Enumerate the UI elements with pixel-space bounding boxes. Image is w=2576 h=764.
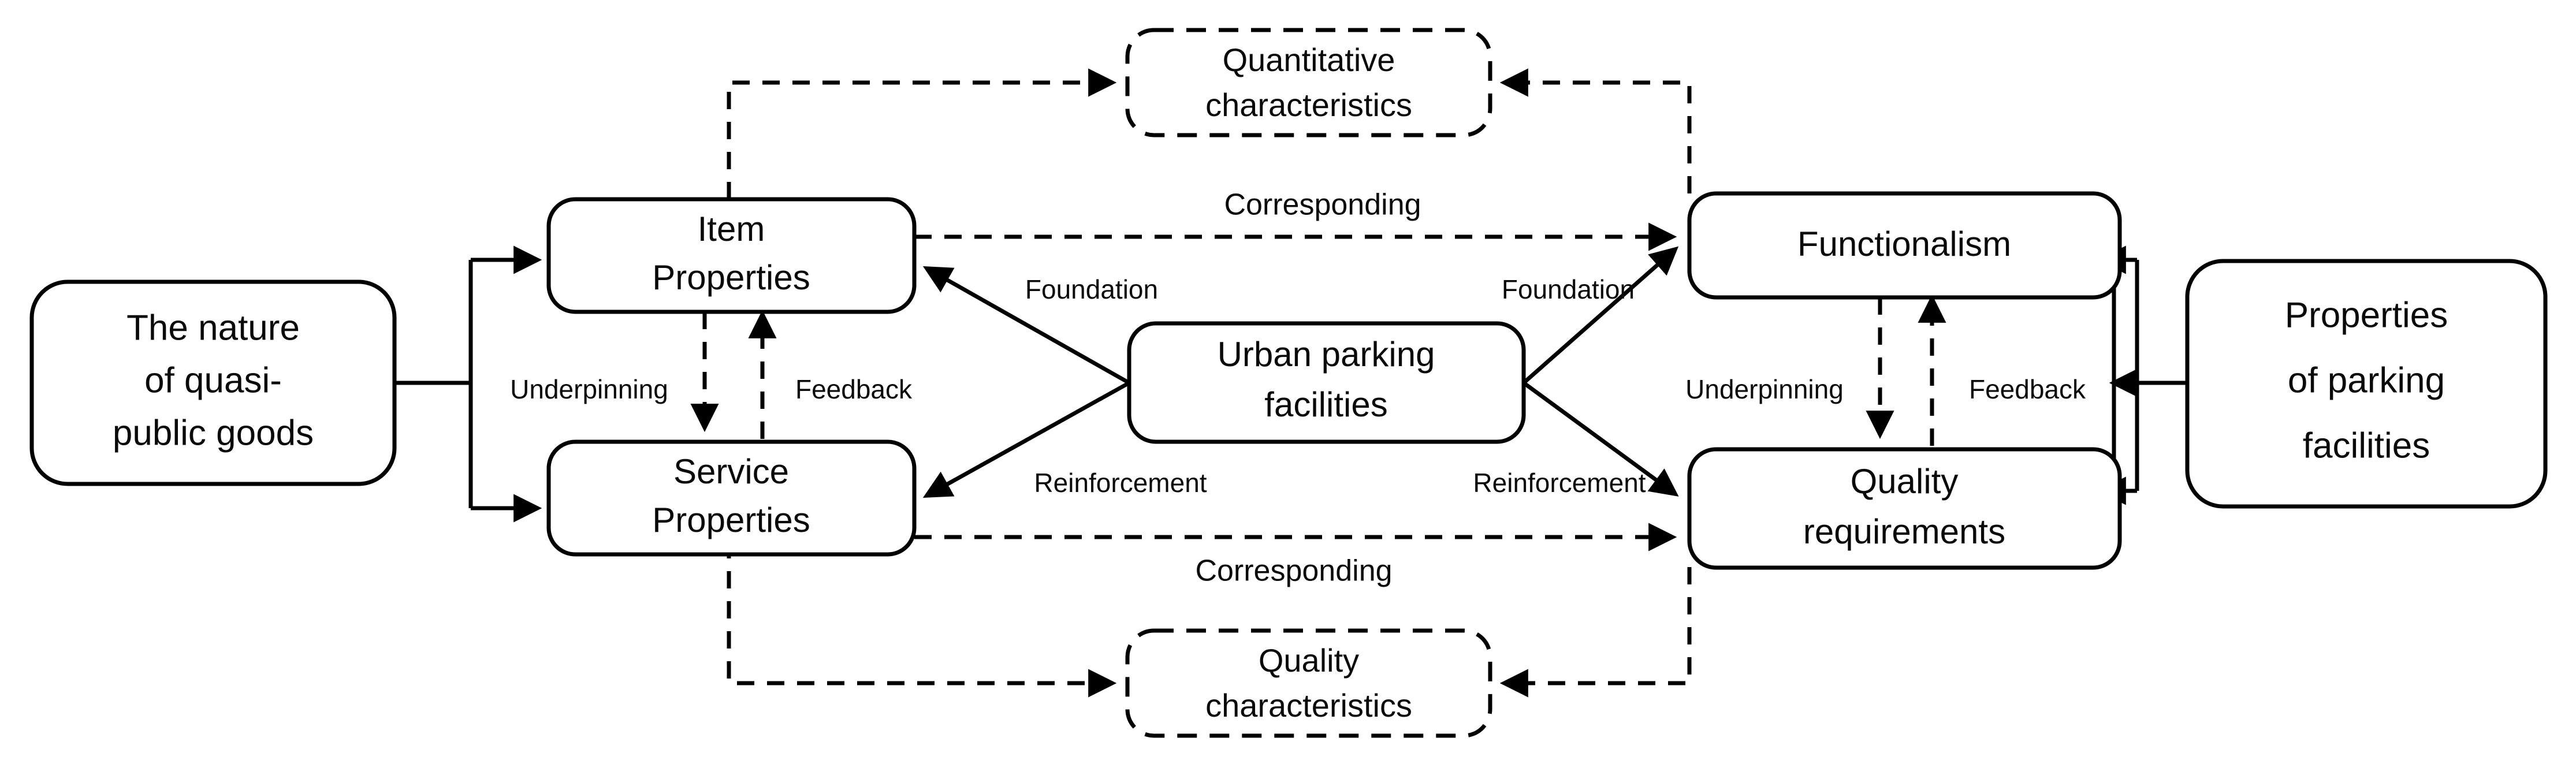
node-item-properties-shape[interactable] [546, 197, 917, 314]
node-quality-characteristics-shape[interactable] [1125, 628, 1492, 738]
node-urban-parking-facilities-line2: facilities [1264, 385, 1387, 424]
connector-reinforcement-right [1522, 381, 1679, 497]
connector-quasipublic-bracket [394, 245, 542, 523]
node-quality-requirements-line1: Quality [1851, 462, 1959, 501]
node-urban-parking-facilities[interactable]: Urban parking facilities [1127, 321, 1526, 444]
node-parking-facility-properties[interactable]: Properties of parking facilities [2185, 259, 2548, 509]
node-item-properties-line2: Properties [652, 258, 810, 297]
edge-label-reinforcement-left: Reinforcement [1034, 468, 1207, 498]
connector-foundation-right [1522, 246, 1679, 385]
connector-reinforcement-left [922, 381, 1130, 498]
node-functionalism-line1: Functionalism [1797, 225, 2011, 263]
node-quasi-public-goods-line1: The nature [126, 308, 300, 348]
connector-quality-req-to-quality-characteristics [1499, 567, 1692, 698]
node-urban-parking-facilities-shape[interactable] [1127, 321, 1526, 444]
edge-label-corresponding-top: Corresponding [1224, 188, 1421, 222]
node-parking-facility-properties-shape[interactable] [2185, 259, 2548, 509]
node-functionalism-shape[interactable] [1687, 191, 2122, 300]
node-quantitative-characteristics[interactable]: Quantitative characteristics [1125, 28, 1492, 137]
node-service-properties-shape[interactable] [546, 439, 917, 557]
node-quasi-public-goods-line3: public goods [113, 413, 314, 453]
node-quality-characteristics[interactable]: Quality characteristics [1125, 628, 1492, 738]
node-parking-facility-properties-line2: of parking [2288, 360, 2445, 400]
node-quantitative-characteristics-line2: characteristics [1205, 87, 1412, 123]
connector-functionalism-to-quantitative [1499, 68, 1692, 193]
node-quality-characteristics-line1: Quality [1259, 642, 1359, 679]
edge-label-underpinning-left: Underpinning [510, 374, 668, 404]
node-quality-characteristics-line2: characteristics [1205, 687, 1412, 724]
connector-item-to-quantitative [727, 68, 1117, 199]
node-quasi-public-goods-shape[interactable] [29, 279, 397, 486]
node-parking-facility-properties-line3: facilities [2303, 426, 2430, 465]
node-parking-facility-properties-line1: Properties [2285, 295, 2448, 335]
connector-service-to-quality-characteristics [727, 541, 1117, 698]
connector-foundation-left [922, 266, 1130, 385]
node-service-properties[interactable]: Service Properties [546, 439, 917, 557]
node-quality-requirements[interactable]: Quality requirements [1687, 447, 2122, 570]
node-service-properties-line1: Service [673, 452, 789, 491]
node-functionalism[interactable]: Functionalism [1687, 191, 2122, 300]
node-item-properties-line1: Item [698, 210, 765, 248]
edge-label-foundation-right: Foundation [1502, 274, 1635, 304]
node-item-properties[interactable]: Item Properties [546, 197, 917, 314]
edge-label-corresponding-bottom: Corresponding [1195, 554, 1392, 588]
node-quasi-public-goods[interactable]: The nature of quasi- public goods [29, 279, 397, 486]
node-urban-parking-facilities-line1: Urban parking [1218, 335, 1435, 374]
node-service-properties-line2: Properties [652, 501, 810, 539]
edge-label-underpinning-right: Underpinning [1685, 374, 1844, 404]
edge-label-feedback-right: Feedback [1969, 374, 2086, 404]
node-quality-requirements-line2: requirements [1803, 512, 2005, 551]
node-quantitative-characteristics-line1: Quantitative [1223, 42, 1395, 78]
connector-parkingprops-bracket [2109, 258, 2187, 493]
node-quantitative-characteristics-shape[interactable] [1125, 28, 1492, 137]
edge-label-reinforcement-right: Reinforcement [1473, 468, 1646, 498]
edge-label-foundation-left: Foundation [1025, 274, 1158, 304]
node-quality-requirements-shape[interactable] [1687, 447, 2122, 570]
node-quasi-public-goods-line2: of quasi- [144, 360, 282, 400]
edge-label-feedback-left: Feedback [795, 374, 913, 404]
